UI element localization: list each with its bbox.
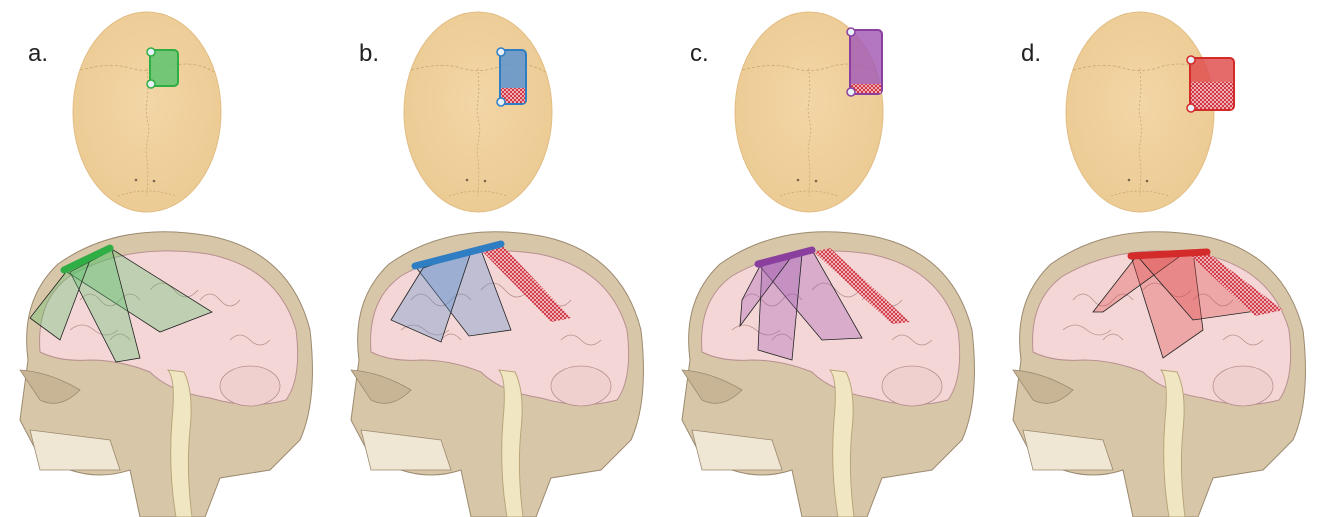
cerebellum <box>551 366 611 406</box>
optode-marker <box>147 80 155 88</box>
panel-b-illustration <box>331 0 662 517</box>
foramen-mark <box>135 179 138 182</box>
head-sagittal-view <box>351 232 643 517</box>
probe-top-icon <box>847 28 882 96</box>
hatched-region <box>1191 82 1233 109</box>
foramen-mark <box>153 180 156 183</box>
head-sagittal-view <box>682 232 974 517</box>
foramen-mark <box>1146 180 1149 183</box>
optode-marker <box>847 28 855 36</box>
cerebellum <box>1213 366 1273 406</box>
skull-outline <box>404 12 552 212</box>
skull-top-view <box>73 12 221 212</box>
probe-top-icon <box>497 48 526 106</box>
panel-a-illustration <box>0 0 331 517</box>
panel-d-illustration <box>993 0 1324 517</box>
skull-top-view <box>735 12 883 212</box>
cerebellum <box>882 366 942 406</box>
skull-top-view <box>404 12 552 212</box>
optode-marker <box>147 48 155 56</box>
skull-top-view <box>1066 12 1234 212</box>
optode-marker <box>497 98 505 106</box>
skull-outline <box>73 12 221 212</box>
panel-c: c. <box>662 0 993 517</box>
probe-top-icon <box>1187 56 1234 112</box>
foramen-mark <box>815 180 818 183</box>
head-sagittal-view <box>20 232 312 517</box>
foramen-mark <box>797 179 800 182</box>
foramen-mark <box>484 180 487 183</box>
cerebellum <box>220 366 280 406</box>
probe-top-icon <box>147 48 178 88</box>
foramen-mark <box>1128 179 1131 182</box>
optode-marker <box>497 48 505 56</box>
foramen-mark <box>466 179 469 182</box>
panel-d: d. <box>993 0 1324 517</box>
optode-marker <box>847 88 855 96</box>
head-sagittal-view <box>1013 232 1305 517</box>
panel-a: a. <box>0 0 331 517</box>
optode-marker <box>1187 104 1195 112</box>
probe-side-icon <box>1131 252 1207 256</box>
panel-c-illustration <box>662 0 993 517</box>
optode-marker <box>1187 56 1195 64</box>
panel-b: b. <box>331 0 662 517</box>
